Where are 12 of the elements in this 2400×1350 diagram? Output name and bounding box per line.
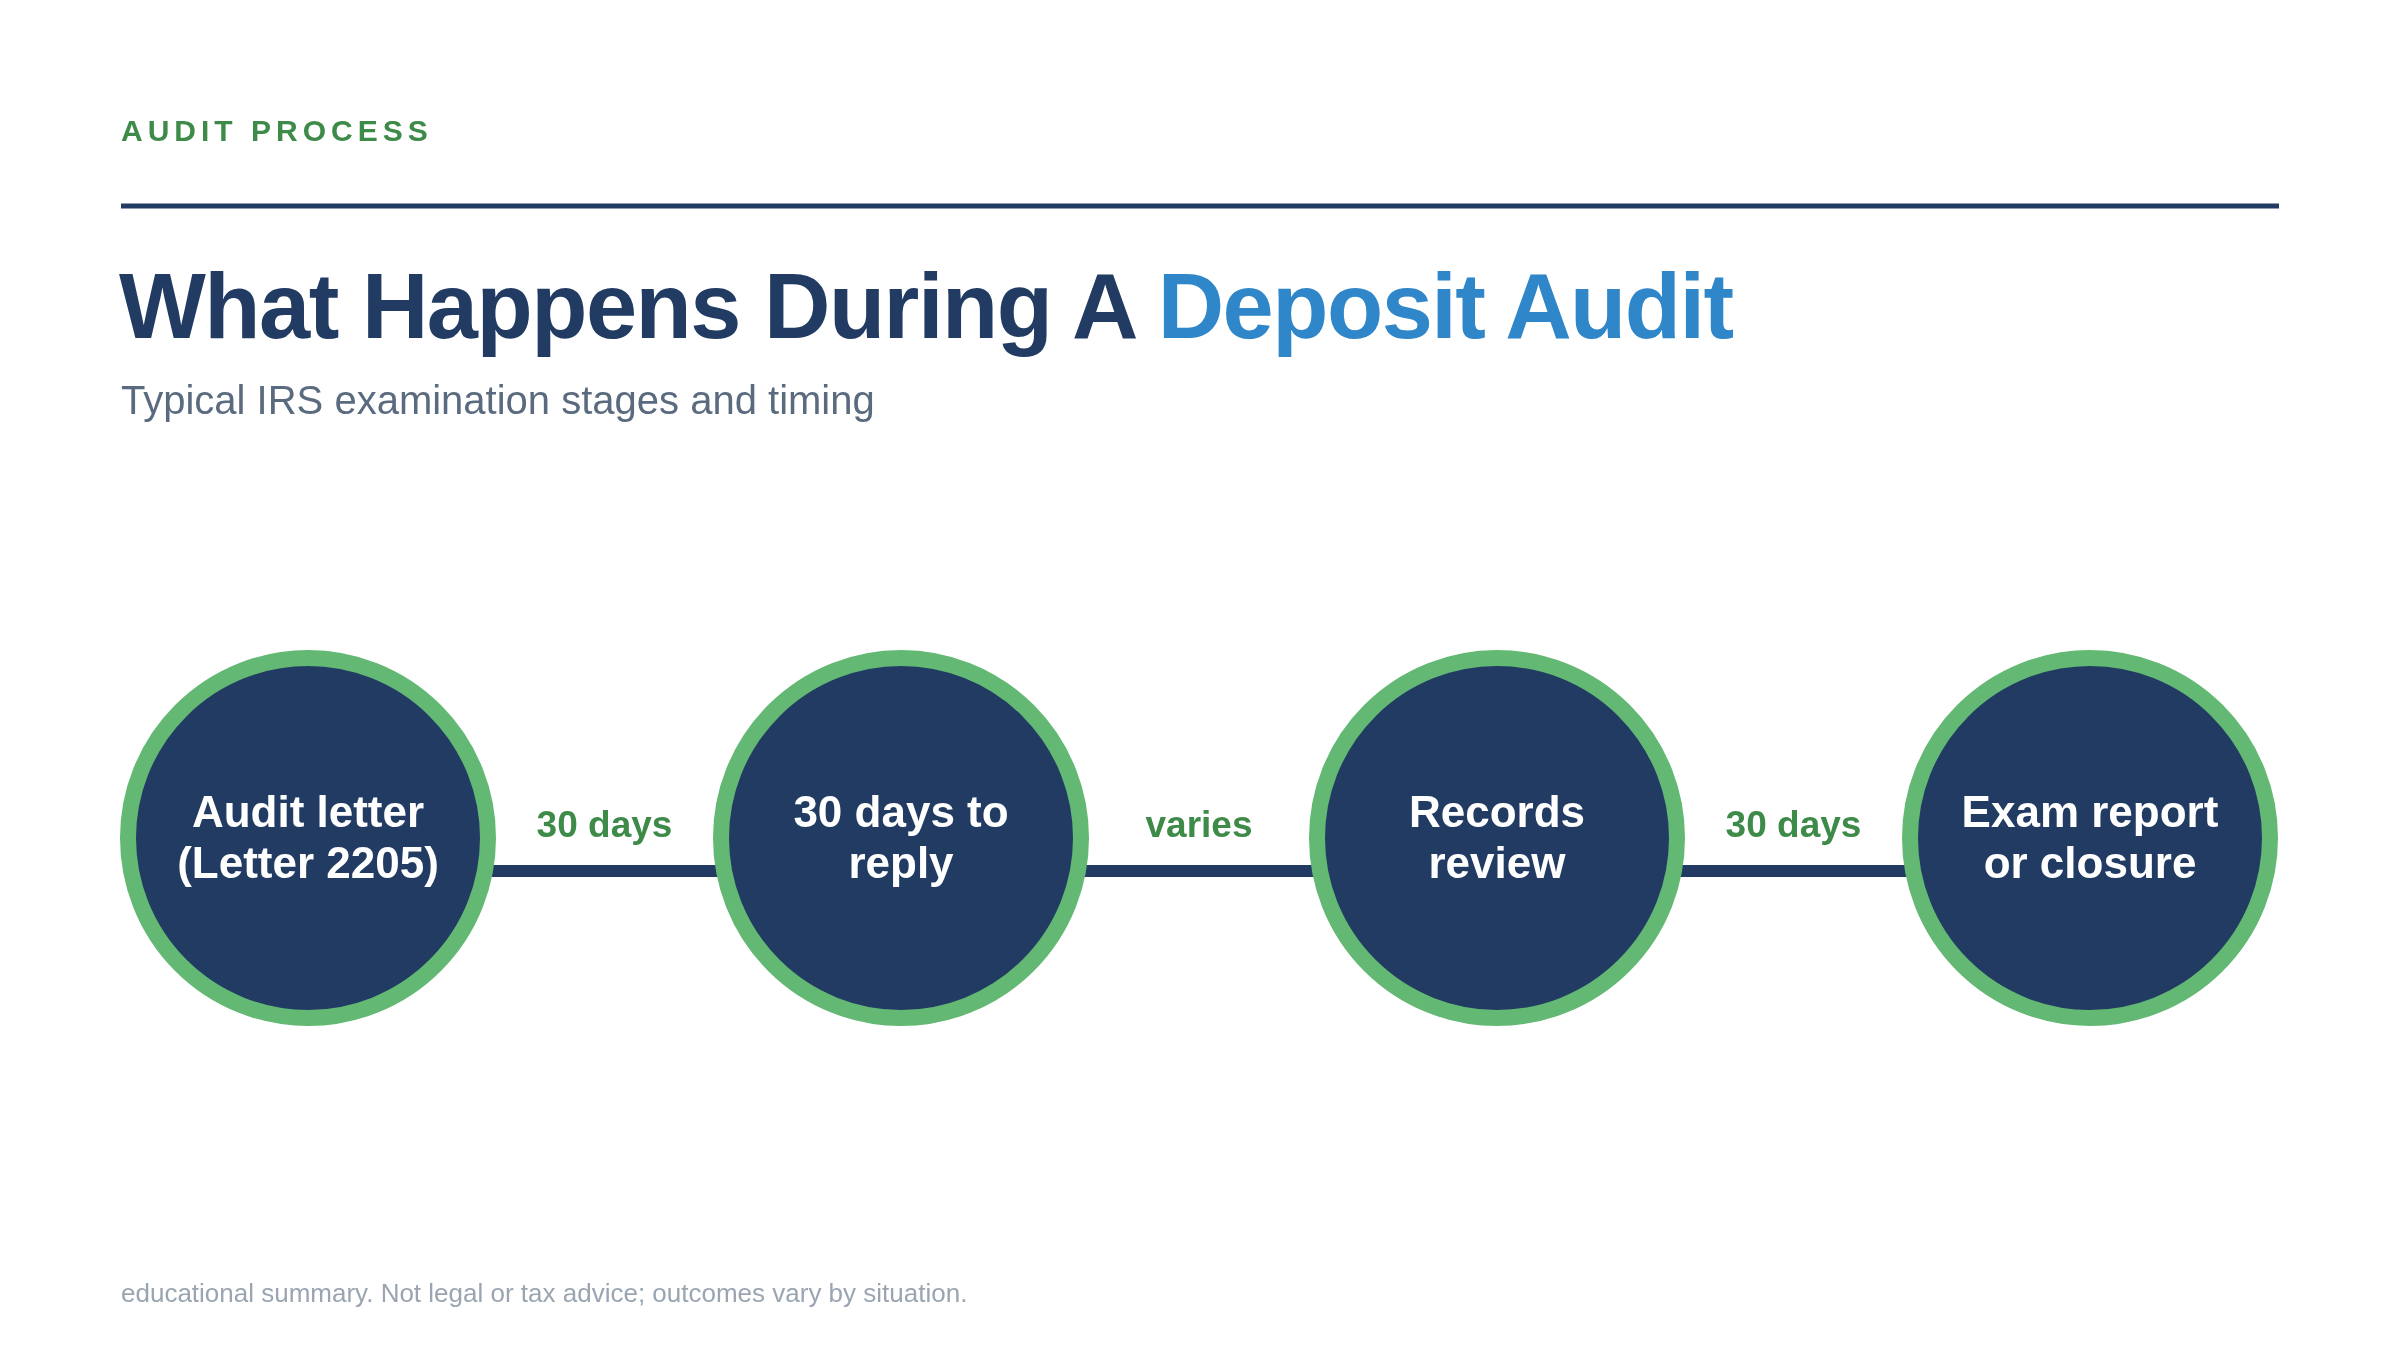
disclaimer: educational summary. Not legal or tax advice; outcomes vary by situation.	[121, 1278, 968, 1309]
stage-text: Audit letter (Letter 2205)	[176, 787, 440, 889]
stage-circle	[120, 650, 496, 1026]
stage-circle	[1309, 650, 1685, 1026]
subtitle: Typical IRS examination stages and timing	[121, 378, 875, 423]
stage-text: Records review	[1407, 787, 1587, 889]
stage-circle	[713, 650, 1089, 1026]
stage-text: 30 days to reply	[792, 787, 1010, 889]
section-label: AUDIT PROCESS	[121, 114, 433, 148]
title: What Happens During A Deposit Audit	[119, 256, 1733, 358]
stage-text: Exam report or closure	[1960, 787, 2220, 889]
stage-circle	[1902, 650, 2278, 1026]
